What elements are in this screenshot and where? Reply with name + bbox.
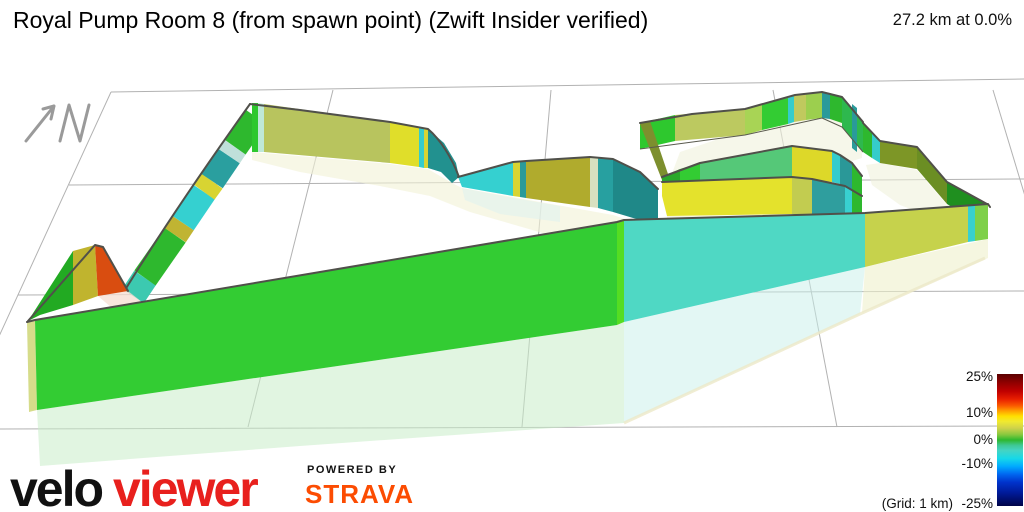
route-face xyxy=(788,96,794,124)
route-top-edge xyxy=(639,91,864,124)
gradient-legend: 25% 10% 0% -10% -25% (Grid: 1 km) xyxy=(882,369,1023,511)
route-face xyxy=(640,121,668,180)
route-face xyxy=(164,215,194,243)
route-top-edge xyxy=(661,145,863,178)
route-face xyxy=(201,148,240,189)
north-arrow-icon xyxy=(24,103,91,143)
summit-band-shadows xyxy=(252,152,658,246)
route-face xyxy=(822,92,830,119)
route-segment-left-spur xyxy=(27,244,142,322)
band-ground-shadow xyxy=(462,188,560,222)
route-face xyxy=(745,104,762,135)
route-face xyxy=(975,204,988,241)
route-face xyxy=(917,147,947,204)
grid-spacing-note: (Grid: 1 km) xyxy=(882,496,953,511)
route-face xyxy=(624,213,865,322)
route-face xyxy=(865,206,968,267)
route-face xyxy=(617,220,624,325)
shadow-green xyxy=(37,322,624,466)
route-face xyxy=(27,320,37,412)
legend-tick-25: 25% xyxy=(966,369,993,384)
route-face xyxy=(134,227,186,286)
route-face xyxy=(193,173,223,200)
route-top-edge xyxy=(124,103,251,291)
legend-tick-0: 0% xyxy=(973,432,993,447)
shadow-edge xyxy=(623,256,986,425)
route-face xyxy=(806,92,822,120)
route-top-edge xyxy=(26,203,991,323)
shadow-yellow xyxy=(862,239,988,313)
route-face xyxy=(792,177,812,217)
route-face xyxy=(792,146,832,182)
route-face xyxy=(598,157,613,212)
route-face xyxy=(762,98,788,130)
route-face xyxy=(218,139,246,164)
route-face xyxy=(840,155,852,190)
route-face xyxy=(794,94,806,122)
route-face xyxy=(428,129,459,183)
route-segment-left-climb xyxy=(122,103,267,304)
route-face xyxy=(675,109,745,141)
route-face xyxy=(172,184,215,231)
route-face xyxy=(662,177,792,216)
route-face xyxy=(28,251,73,321)
shadow-cyan xyxy=(624,267,865,423)
route-face xyxy=(458,162,513,196)
route-face xyxy=(968,205,975,242)
route-face xyxy=(73,245,98,305)
legend-gradient-bar xyxy=(997,374,1023,506)
powered-by-label: POWERED BY xyxy=(307,464,397,476)
route-face xyxy=(590,157,598,208)
route-face xyxy=(832,151,840,184)
grid-line xyxy=(992,89,1024,195)
route-face xyxy=(95,245,128,296)
route-face xyxy=(863,124,872,158)
strava-attribution[interactable]: POWERED BY STRAVA xyxy=(305,464,414,509)
route-face xyxy=(520,161,526,198)
veloviewer-logo[interactable]: velo viewer xyxy=(10,461,260,512)
route-face xyxy=(122,270,156,304)
route-face xyxy=(252,103,258,152)
route-segment-pinch-band xyxy=(457,156,659,228)
legend-tick-neg25: -25% xyxy=(961,496,993,511)
route-segment-summit-band xyxy=(249,103,460,183)
north-letter-n xyxy=(58,103,91,143)
route-bottom-edge xyxy=(639,117,864,153)
grid-line xyxy=(0,91,112,336)
route-top-edge xyxy=(27,244,129,322)
route-top-edge xyxy=(457,156,659,190)
band-ground-shadow xyxy=(252,152,658,246)
legend-tick-10: 10% xyxy=(966,405,993,420)
north-arrow-shaft xyxy=(24,104,56,143)
strava-wordmark: STRAVA xyxy=(305,479,414,509)
route-face xyxy=(424,128,428,168)
route-top-edge xyxy=(661,176,863,197)
grid-line xyxy=(110,78,1024,93)
route-face xyxy=(419,127,424,168)
veloviewer-logo-velo: velo xyxy=(10,461,103,512)
route-face xyxy=(613,159,658,228)
route-distance-gradient-stat: 27.2 km at 0.0% xyxy=(893,11,1013,29)
route-face xyxy=(258,103,264,152)
foreground-band-shadows xyxy=(37,239,988,466)
veloviewer-logo-viewer: viewer xyxy=(113,461,258,512)
legend-tick-neg10: -10% xyxy=(961,456,993,471)
route-face xyxy=(812,179,845,224)
route-face xyxy=(513,161,520,197)
route-face xyxy=(390,122,419,167)
page-title: Royal Pump Room 8 (from spawn point) (Zw… xyxy=(13,7,648,33)
route-top-edge xyxy=(249,103,460,178)
route-face xyxy=(880,141,917,169)
route-face xyxy=(35,222,617,410)
loop-ground-shadow xyxy=(866,163,975,220)
route-face xyxy=(830,93,842,123)
route-face xyxy=(700,146,792,184)
route-top-edge xyxy=(862,122,988,205)
route-segment-foreground-band xyxy=(26,203,991,412)
route-face xyxy=(526,157,590,207)
